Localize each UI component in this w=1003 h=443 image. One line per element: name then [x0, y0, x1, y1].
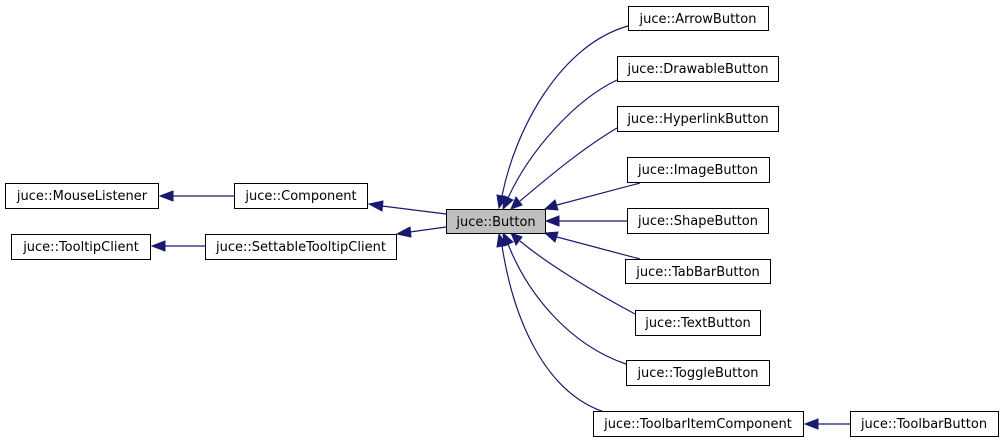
node-label: juce::TabBarButton	[635, 265, 760, 280]
arrowhead-button-from-drawablebutton	[502, 195, 514, 211]
edges	[150, 25, 850, 430]
node-label: juce::SettableTooltipClient	[215, 240, 386, 255]
arrowhead-button-from-hyperlinkbutton	[510, 196, 523, 210]
arrowhead-button-from-toolbaritemcomponent	[496, 232, 508, 248]
edge-textbutton-to-button	[519, 240, 636, 315]
node-drawable-button[interactable]: juce::DrawableButton	[617, 56, 779, 82]
node-tooltip-client[interactable]: juce::TooltipClient	[11, 234, 151, 260]
node-label: juce::ToggleButton	[636, 366, 758, 381]
arrowhead-button-from-imagebutton	[543, 199, 559, 211]
node-toggle-button[interactable]: juce::ToggleButton	[626, 360, 770, 386]
node-component[interactable]: juce::Component	[234, 183, 368, 209]
arrowhead-button-from-textbutton	[510, 232, 523, 246]
arrowhead-tooltipclient	[150, 240, 166, 252]
edge-tabbarbutton-to-button	[556, 236, 641, 260]
node-label: juce::DrawableButton	[626, 62, 768, 77]
node-text-button[interactable]: juce::TextButton	[635, 310, 761, 336]
arrowhead-settabletooltipclient	[395, 226, 412, 238]
node-shape-button[interactable]: juce::ShapeButton	[627, 208, 769, 234]
edge-imagebutton-to-button	[556, 182, 641, 206]
node-label: juce::TextButton	[644, 316, 751, 331]
arrowhead-button-from-shapebutton	[544, 215, 560, 227]
node-settable-tooltip-client[interactable]: juce::SettableTooltipClient	[205, 234, 397, 260]
node-label: juce::MouseListener	[16, 189, 148, 204]
edge-arrowbutton-to-button	[501, 25, 629, 197]
arrowhead-component	[367, 200, 384, 212]
arrowhead-button-from-tabbarbutton	[543, 231, 559, 243]
node-label: juce::Button	[455, 215, 535, 230]
node-image-button[interactable]: juce::ImageButton	[627, 157, 770, 183]
node-label: juce::ShapeButton	[637, 214, 758, 229]
edge-button-to-component	[381, 205, 447, 215]
arrowhead-mouselistener	[158, 190, 174, 202]
node-arrow-button[interactable]: juce::ArrowButton	[628, 6, 769, 31]
node-label: juce::ImageButton	[637, 163, 758, 178]
node-label: juce::ArrowButton	[639, 12, 757, 27]
node-toolbar-button[interactable]: juce::ToolbarButton	[850, 411, 999, 437]
node-hyperlink-button[interactable]: juce::HyperlinkButton	[617, 106, 779, 132]
arrowhead-toolbaritemcomponent	[803, 418, 819, 430]
edge-togglebutton-to-button	[507, 243, 627, 365]
node-label: juce::ToolbarItemComponent	[603, 417, 792, 432]
node-label: juce::Component	[244, 189, 356, 204]
edge-hyperlinkbutton-to-button	[519, 127, 618, 202]
node-label: juce::ToolbarButton	[860, 417, 987, 432]
edge-drawablebutton-to-button	[507, 79, 618, 199]
node-label: juce::TooltipClient	[22, 240, 139, 255]
node-button[interactable]: juce::Button	[446, 209, 546, 234]
node-label: juce::HyperlinkButton	[626, 112, 768, 127]
edge-toolbaritemcomponent-to-button	[501, 245, 605, 413]
node-toolbar-item-component[interactable]: juce::ToolbarItemComponent	[593, 411, 804, 437]
edge-button-to-settabletooltipclient	[409, 226, 447, 233]
node-mouse-listener[interactable]: juce::MouseListener	[5, 183, 159, 209]
node-tab-bar-button[interactable]: juce::TabBarButton	[625, 259, 771, 284]
